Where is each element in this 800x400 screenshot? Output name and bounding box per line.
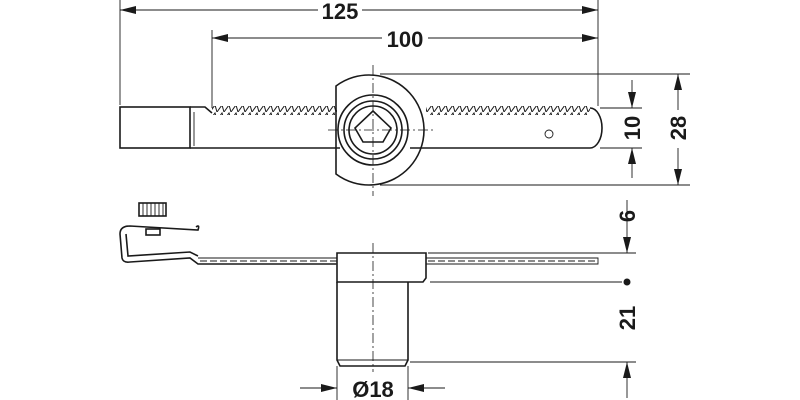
- dimension-10: 10: [600, 80, 645, 178]
- dimension-125: 125: [119, 0, 599, 106]
- dimension-label-28: 28: [666, 116, 691, 140]
- dimension-label-6: 6: [615, 210, 640, 222]
- dimension-label-10: 10: [620, 116, 645, 140]
- dimension-label-21: 21: [615, 306, 640, 330]
- plate: [198, 257, 599, 265]
- top-view: 125 100 10 28: [119, 0, 691, 196]
- dimension-label-125: 125: [322, 0, 359, 24]
- side-view: 6 21 Ø18: [119, 200, 640, 400]
- dimension-28: 28: [380, 73, 691, 186]
- hole-icon: [544, 129, 554, 139]
- spring-clip: [119, 202, 336, 265]
- dimension-100: 100: [211, 27, 598, 108]
- cylinder: [336, 243, 427, 372]
- dimension-label-diameter: Ø18: [352, 377, 394, 400]
- dimension-6: 6: [428, 200, 640, 254]
- lock-cam: [328, 65, 436, 196]
- dimension-diameter-18: Ø18: [300, 366, 445, 400]
- dimension-21: 21: [410, 278, 640, 398]
- dimension-label-100: 100: [387, 27, 424, 52]
- rack-bar: [119, 106, 603, 149]
